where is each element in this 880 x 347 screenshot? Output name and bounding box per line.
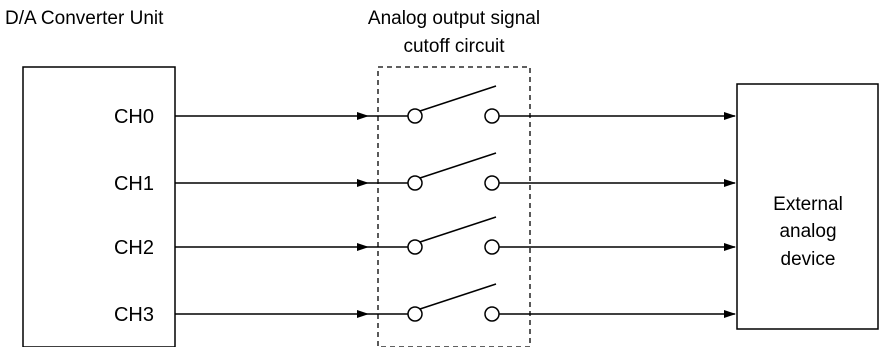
channel-label-ch2: CH2: [114, 237, 154, 259]
switch-terminal-left-ch3: [407, 306, 423, 322]
converter-unit-box: [22, 66, 176, 347]
cutoff-circuit-title-line2: cutoff circuit: [403, 36, 505, 57]
switch-arm-ch2: [419, 216, 497, 243]
external-device-label-line3: device: [781, 249, 836, 270]
external-device-label-line1: External: [773, 194, 843, 215]
switch-terminal-left-ch0: [407, 108, 423, 124]
channel-label-ch0: CH0: [114, 106, 154, 128]
switch-arm-ch1: [419, 152, 497, 179]
signal-path-ch3: [175, 283, 736, 322]
external-device-box: [736, 83, 879, 330]
channel-label-ch1: CH1: [114, 173, 154, 195]
cutoff-circuit-boundary: [377, 66, 531, 347]
switch-terminal-right-ch2: [484, 239, 500, 255]
signal-path-ch0: [175, 85, 736, 124]
switch-arm-ch0: [419, 85, 497, 112]
switch-terminal-right-ch0: [484, 108, 500, 124]
switch-terminal-right-ch1: [484, 175, 500, 191]
switch-terminal-left-ch2: [407, 239, 423, 255]
switch-terminal-right-ch3: [484, 306, 500, 322]
signal-path-ch2: [175, 216, 736, 255]
cutoff-circuit-title-line1: Analog output signal: [368, 8, 540, 29]
channel-label-ch3: CH3: [114, 304, 154, 326]
switch-terminal-left-ch1: [407, 175, 423, 191]
signal-path-ch1: [175, 152, 736, 191]
external-device-label-line2: analog: [779, 221, 836, 242]
switch-arm-ch3: [419, 283, 497, 310]
converter-unit-title: D/A Converter Unit: [5, 8, 164, 29]
